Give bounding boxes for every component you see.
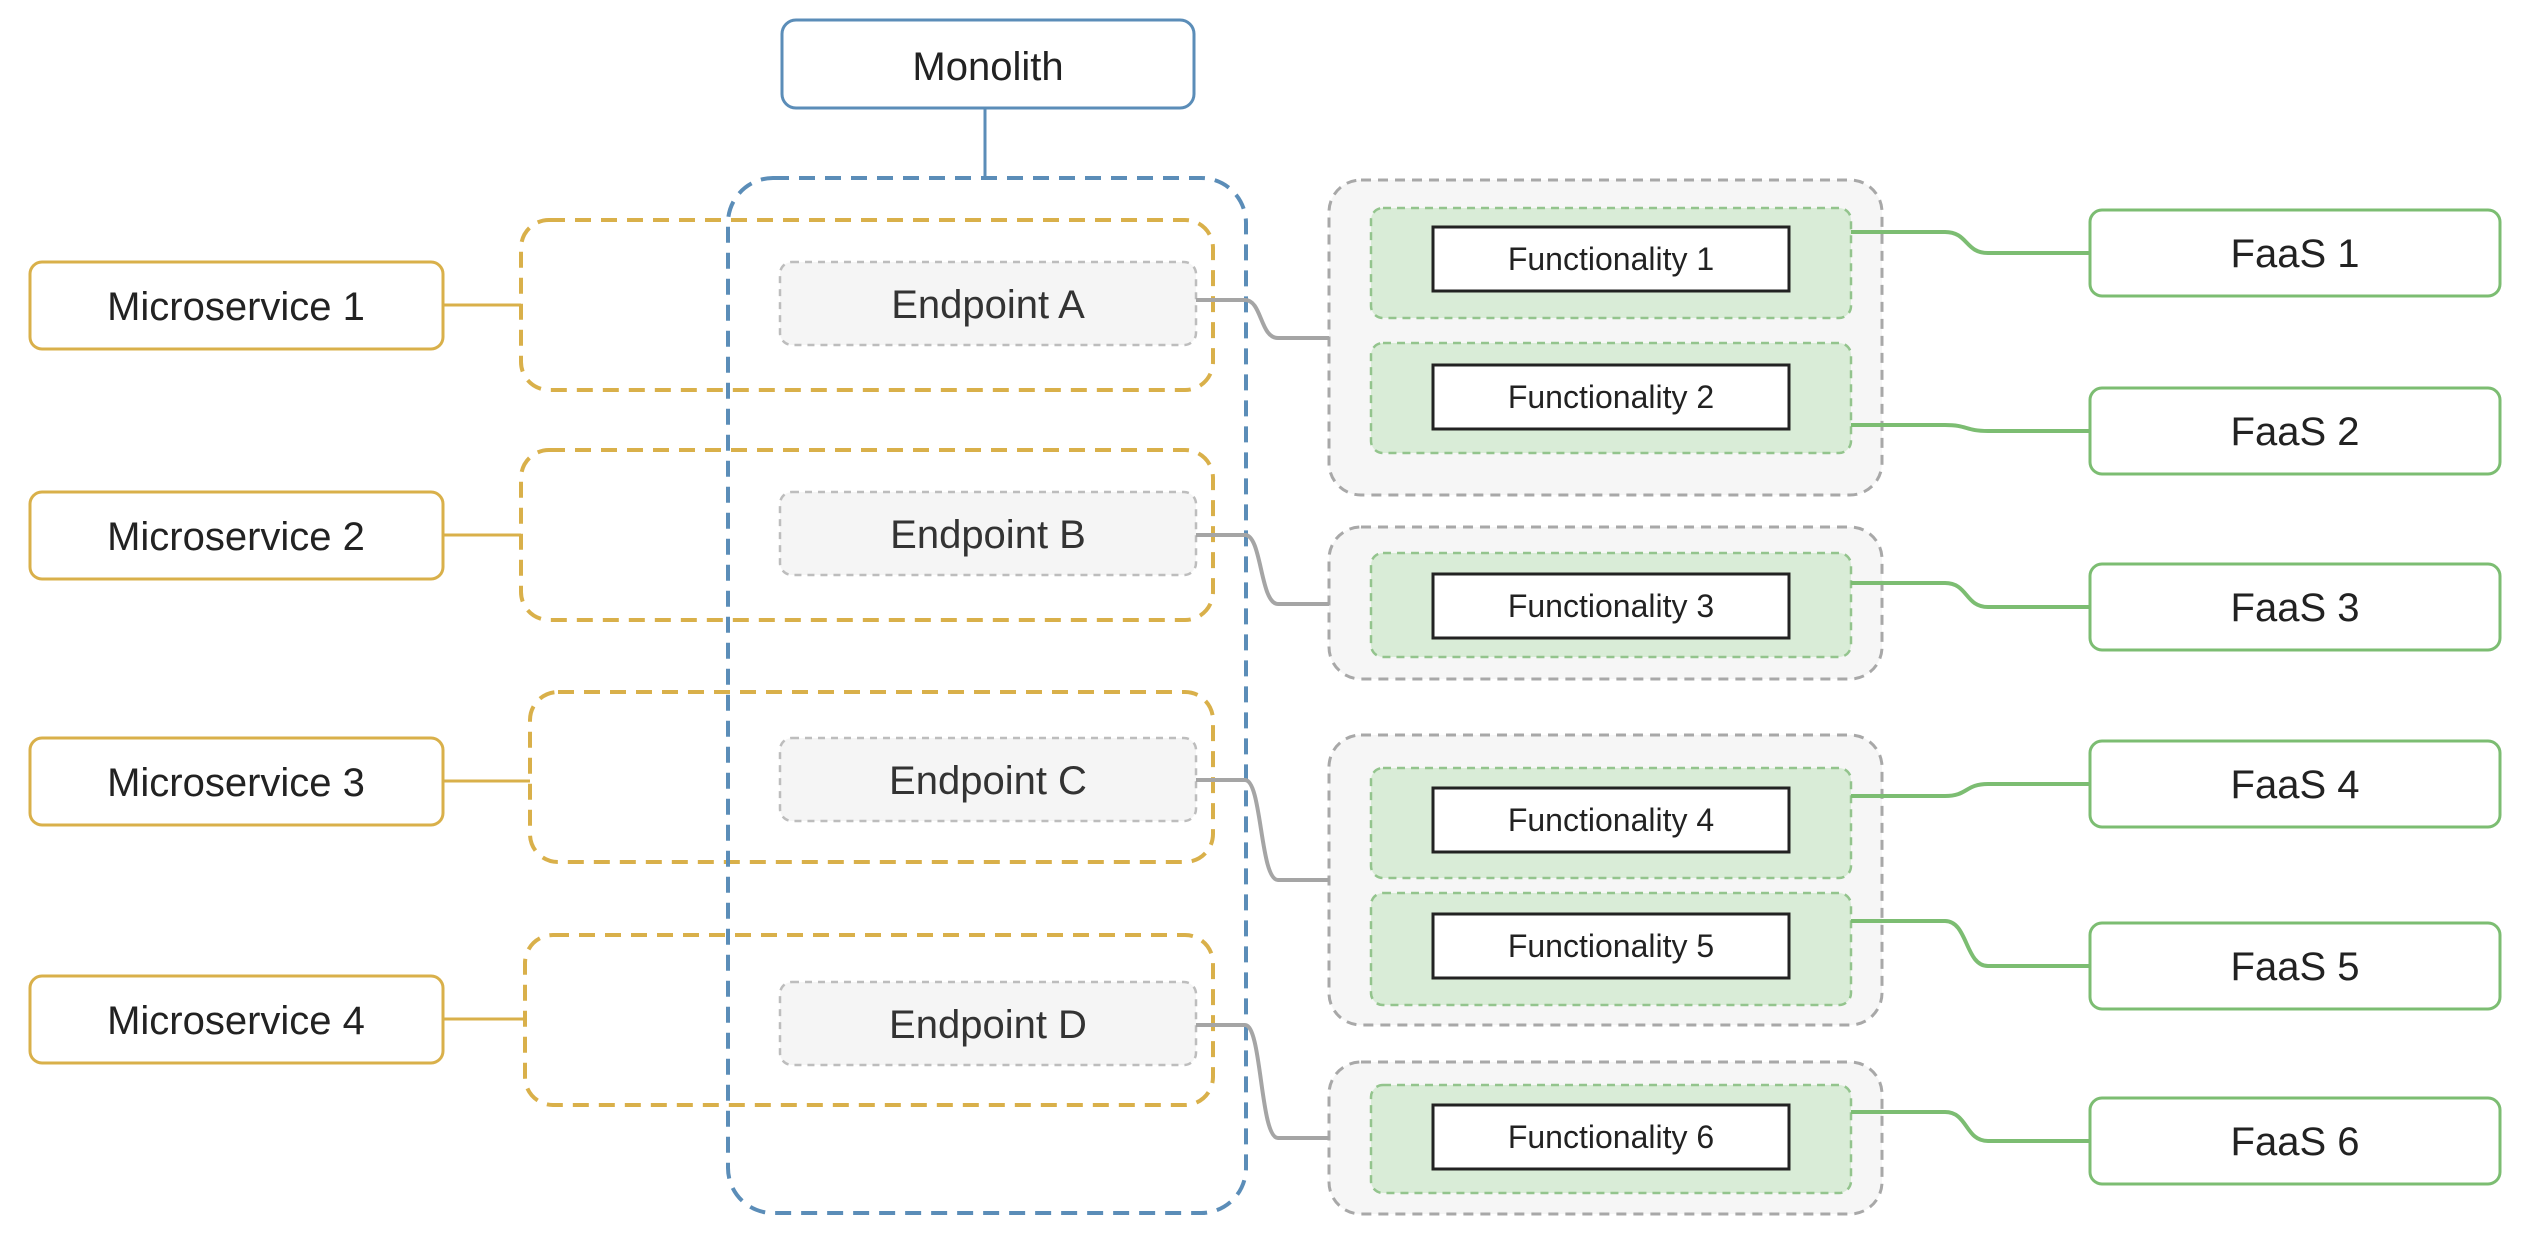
microservice-region-3 (528, 690, 1215, 864)
functionality-label-6: Functionality 6 (1508, 1119, 1714, 1155)
functionality-box-3 (1431, 572, 1791, 640)
microservice-box-1 (28, 260, 445, 351)
endpoint-box-b (778, 490, 1198, 577)
functionality-label-5: Functionality 5 (1508, 928, 1714, 964)
endpoint-connector-b (1196, 533, 1329, 606)
faas-connector-6 (1851, 1110, 2090, 1143)
endpoint-label-b: Endpoint B (890, 513, 1086, 557)
functionality-label-4: Functionality 4 (1508, 802, 1714, 838)
functionality-box-5 (1431, 912, 1791, 980)
faas-label-5: FaaS 5 (2231, 945, 2360, 989)
faas-box-1 (2088, 208, 2502, 298)
faas-connector-4 (1851, 782, 2090, 798)
microservice-label-4: Microservice 4 (107, 999, 365, 1043)
faas-connector-1 (1851, 230, 2090, 255)
faas-connector-2 (1851, 423, 2090, 433)
faas-box-6 (2088, 1096, 2502, 1186)
functionality-box-2 (1431, 363, 1791, 431)
endpoint-box-d (778, 980, 1198, 1067)
endpoint-label-d: Endpoint D (889, 1003, 1087, 1047)
monolith-region (726, 176, 1248, 1215)
faas-box-4 (2088, 739, 2502, 829)
functionality-label-3: Functionality 3 (1508, 588, 1714, 624)
endpoint-connector-c (1196, 778, 1329, 882)
endpoint-box-c (778, 736, 1198, 823)
faas-label-4: FaaS 4 (2231, 763, 2360, 807)
faas-connector-3 (1851, 581, 2090, 609)
endpoint-label-c: Endpoint C (889, 759, 1087, 803)
faas-box-5 (2088, 921, 2502, 1011)
functionality-label-1: Functionality 1 (1508, 241, 1714, 277)
faas-label-6: FaaS 6 (2231, 1120, 2360, 1164)
functionality-box-6 (1431, 1103, 1791, 1171)
microservice-label-2: Microservice 2 (107, 515, 365, 559)
microservice-box-4 (28, 974, 445, 1065)
endpoint-box-a (778, 260, 1198, 347)
monolith-box (780, 18, 1196, 110)
functionality-box-4 (1431, 786, 1791, 854)
endpoint-connector-a (1196, 298, 1329, 340)
endpoint-connector-d (1196, 1023, 1329, 1140)
microservice-box-2 (28, 490, 445, 581)
faas-label-2: FaaS 2 (2231, 410, 2360, 454)
microservice-box-3 (28, 736, 445, 827)
monolith-label: Monolith (912, 45, 1063, 89)
faas-label-3: FaaS 3 (2231, 586, 2360, 630)
microservice-label-3: Microservice 3 (107, 761, 365, 805)
microservice-label-1: Microservice 1 (107, 285, 365, 329)
faas-box-2 (2088, 386, 2502, 476)
endpoint-label-a: Endpoint A (891, 283, 1085, 327)
functionality-box-1 (1431, 225, 1791, 293)
functionality-label-2: Functionality 2 (1508, 379, 1714, 415)
faas-connector-5 (1851, 919, 2090, 968)
faas-label-1: FaaS 1 (2231, 232, 2360, 276)
faas-box-3 (2088, 562, 2502, 652)
